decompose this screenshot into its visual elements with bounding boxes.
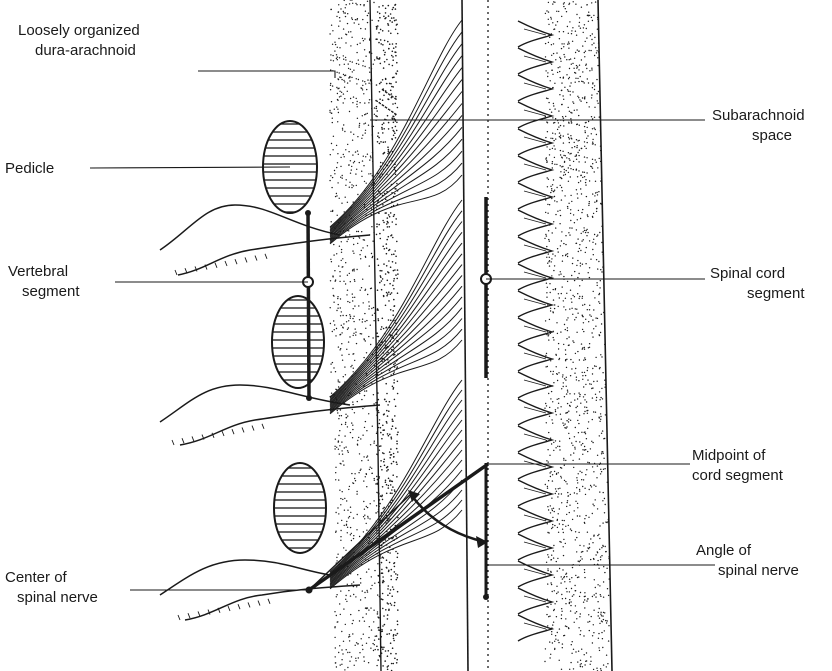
label-dura-line2: dura-arachnoid: [35, 42, 136, 59]
pedicle-group: [263, 121, 326, 553]
label-midpoint-line2: cord segment: [692, 467, 784, 484]
upper-dot: [305, 210, 311, 216]
label-cord-segment-line2: segment: [747, 285, 805, 302]
pedicle-lower: [274, 463, 326, 553]
nerve-root-serrations: [172, 254, 270, 620]
label-angle-line2: spinal nerve: [718, 562, 799, 579]
label-subarachnoid-line2: space: [752, 127, 792, 144]
label-cord-segment-line1: Spinal cord: [710, 265, 785, 282]
nerve-angle-line: [309, 464, 488, 590]
label-vertebral-line1: Vertebral: [8, 263, 68, 280]
label-center-line1: Center of: [5, 569, 68, 586]
pedicle-middle: [272, 296, 324, 388]
label-subarachnoid-line1: Subarachnoid: [712, 107, 805, 124]
label-pedicle: Pedicle: [5, 160, 54, 177]
nerve-rootlet-fibers: [330, 20, 462, 589]
label-midpoint-line1: Midpoint of: [692, 447, 766, 464]
label-center-line2: spinal nerve: [17, 589, 98, 606]
vertebral-segment-bar: [308, 213, 309, 398]
angle-arc-arrow: [412, 496, 485, 542]
cord-bottom-dot: [483, 594, 489, 600]
label-angle-line1: Angle of: [696, 542, 752, 559]
label-vertebral-line2: segment: [22, 283, 80, 300]
rootlet-origins: [518, 21, 552, 641]
lower-dot: [306, 395, 312, 401]
label-dura-line1: Loosely organized: [18, 22, 140, 39]
